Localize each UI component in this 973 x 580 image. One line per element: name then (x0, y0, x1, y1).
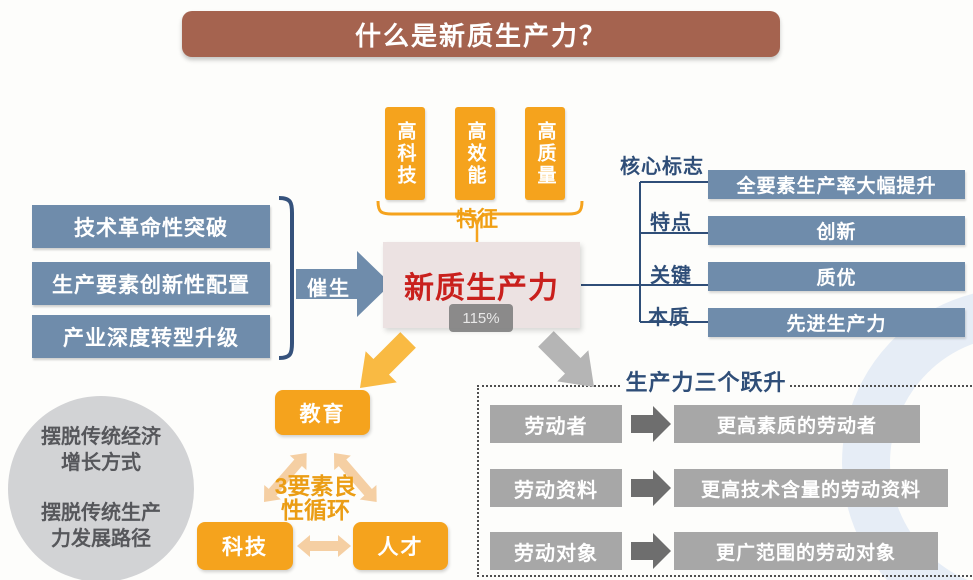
leap-to-means: 更高技术含量的劳动资料 (674, 469, 948, 507)
feature-box-quality: 高质量 (525, 107, 565, 200)
leap-arrows (631, 406, 671, 569)
breakaway-circle-text: 摆脱传统经济 增长方式 摆脱传统生产 力发展路径 (8, 396, 194, 580)
attr-box-quality: 质优 (708, 262, 965, 291)
leaps-title: 生产力三个跃升 (622, 365, 790, 397)
center-concept-label: 新质生产力 (404, 272, 559, 305)
breakaway-line-2: 摆脱传统生产 力发展路径 (41, 502, 161, 550)
tree-label-core-indicator: 核心标志 (620, 156, 704, 178)
cycle-arrows (264, 452, 377, 557)
leap-to-laborers: 更高素质的劳动者 (674, 405, 920, 443)
leap-from-objects: 劳动对象 (490, 532, 622, 570)
zoom-level-toast: 115% (449, 304, 513, 332)
driver-box-industry-upgrade: 产业深度转型升级 (32, 315, 270, 358)
breakaway-circle (8, 396, 194, 580)
leap-from-means: 劳动资料 (490, 469, 622, 507)
leap-to-objects: 更广范围的劳动对象 (674, 532, 938, 570)
cycle-box-technology: 科技 (197, 522, 293, 570)
features-brace-label: 特征 (456, 208, 498, 231)
tree-label-essence: 本质 (648, 307, 690, 329)
spawn-arrow (296, 251, 391, 317)
attr-box-tfp: 全要素生产率大幅提升 (708, 170, 965, 199)
leap-from-laborers: 劳动者 (490, 405, 622, 443)
tree-label-traits: 特点 (650, 212, 692, 234)
attr-box-innovation: 创新 (708, 216, 965, 245)
breakaway-line-1: 摆脱传统经济 增长方式 (41, 426, 161, 474)
cycle-center-label: 3要素良 性循环 (274, 473, 357, 524)
driver-box-factor-allocation: 生产要素创新性配置 (32, 262, 270, 305)
driver-box-tech-breakthrough: 技术革命性突破 (32, 205, 270, 248)
to-cycle-arrow (360, 332, 416, 388)
spawn-arrow-label: 催生 (307, 278, 351, 300)
cycle-box-education: 教育 (275, 390, 370, 435)
tree-label-key: 关键 (650, 265, 692, 287)
feature-box-hightech: 高科技 (385, 107, 425, 200)
tree-lines (581, 181, 708, 323)
attr-box-advanced: 先进生产力 (708, 308, 965, 337)
cycle-box-talent: 人才 (353, 522, 448, 570)
page-title: 什么是新质生产力？ (182, 11, 780, 57)
drivers-bracket (278, 196, 294, 360)
feature-box-efficiency: 高效能 (455, 107, 495, 200)
to-leaps-arrow (538, 331, 594, 387)
